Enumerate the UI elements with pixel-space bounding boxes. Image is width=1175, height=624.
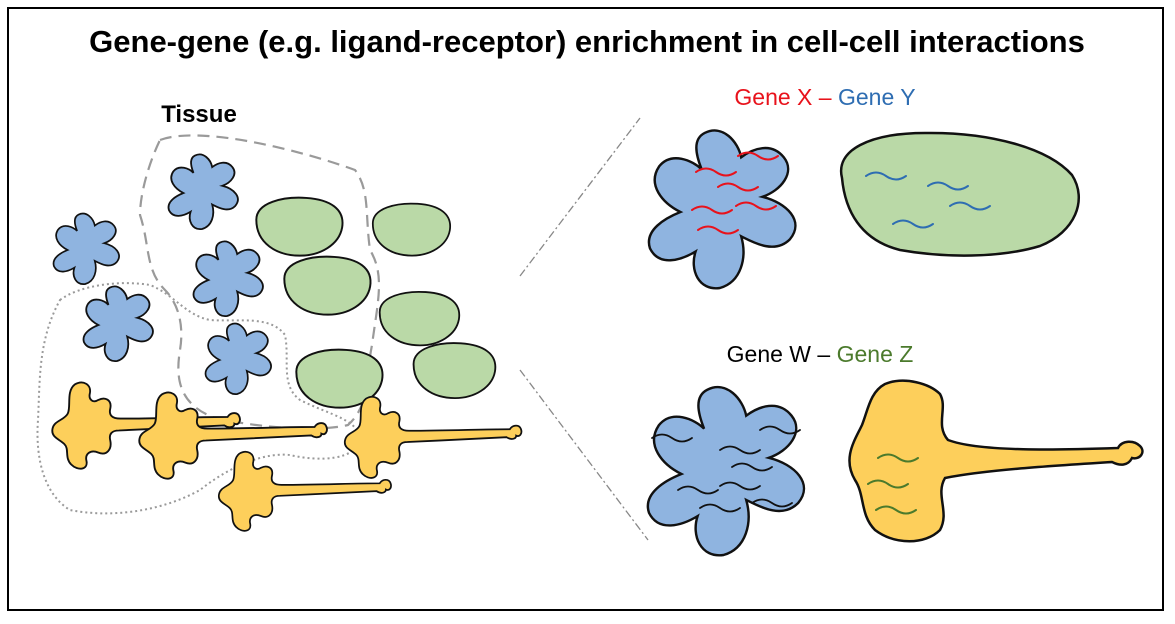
yellow-cell xyxy=(51,381,241,470)
tissue-label: Tissue xyxy=(161,101,237,128)
pair-bottom-dash: – xyxy=(811,341,837,367)
yellow-cell xyxy=(138,391,328,480)
gene-y-label: Gene Y xyxy=(838,84,916,110)
green-cell xyxy=(255,196,344,257)
gene-w-label: Gene W xyxy=(727,341,812,367)
pair-top-dash: – xyxy=(812,84,838,110)
gene-pair-top-label: Gene X – Gene Y xyxy=(734,84,915,110)
gene-x-transcripts xyxy=(691,151,779,235)
tissue-boundary-dotted xyxy=(36,282,362,515)
zoom-line-bottom xyxy=(519,369,649,541)
blue-cell-gene-w xyxy=(646,385,806,557)
gene-pair-bottom-label: Gene W – Gene Z xyxy=(727,341,914,367)
blue-cell xyxy=(52,212,120,285)
gene-z-transcripts xyxy=(867,453,919,515)
green-cell xyxy=(412,342,497,400)
green-cell-gene-y xyxy=(839,131,1081,257)
blue-cell-gene-x xyxy=(647,129,797,290)
blue-cell xyxy=(204,322,272,395)
zoom-line-top xyxy=(519,117,641,277)
tissue-boundary-dashed xyxy=(138,134,381,430)
gene-z-label: Gene Z xyxy=(837,341,914,367)
yellow-cell xyxy=(343,396,523,479)
gene-y-transcripts xyxy=(865,171,991,229)
gene-w-transcripts xyxy=(651,425,801,513)
blue-cell xyxy=(167,153,239,231)
figure-border xyxy=(7,7,1164,611)
gene-x-label: Gene X xyxy=(734,84,812,110)
green-cell xyxy=(378,290,461,347)
blue-cell xyxy=(82,285,154,363)
green-cell xyxy=(371,202,452,257)
yellow-cell-gene-z xyxy=(848,379,1144,543)
green-cell xyxy=(283,255,372,316)
blue-cell xyxy=(192,240,264,318)
diagram-title: Gene-gene (e.g. ligand-receptor) enrichm… xyxy=(89,24,1085,59)
